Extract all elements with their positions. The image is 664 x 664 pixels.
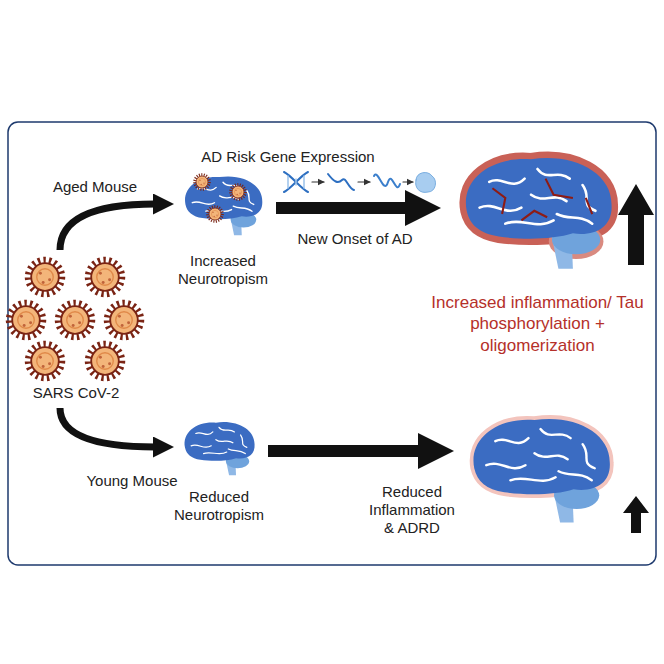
- edge-label: Young Mouse: [86, 472, 177, 489]
- reduced-brain: [473, 419, 609, 523]
- brain-node: Increased Neurotropism: [180, 168, 266, 240]
- frame: [8, 122, 656, 565]
- node-label: SARS CoV-2: [5, 384, 147, 402]
- node-label: Increased Neurotropism: [166, 252, 281, 288]
- brain-node: Increased inflammation/ Tau phosphorylat…: [445, 140, 630, 278]
- node-label: Increased inflammation/ Tau phosphorylat…: [430, 292, 645, 356]
- annotation: AD Risk Gene Expression: [201, 148, 374, 165]
- small-increase-arrow: [623, 496, 649, 533]
- edge-label: Aged Mouse: [53, 178, 137, 195]
- gene-expression-icons: [284, 172, 435, 192]
- flow-arrow: [60, 408, 155, 447]
- aged-brain: [185, 175, 262, 235]
- flow-arrow: [268, 445, 422, 457]
- virus-node: SARS CoV-2: [5, 254, 147, 404]
- node-label: Reduced Neurotropism: [162, 488, 277, 524]
- node-label: Reduced Inflammation & ADRD: [362, 483, 462, 537]
- brain-node: Reduced Neurotropism: [180, 416, 258, 478]
- young-brain: [185, 422, 255, 475]
- flow-arrow: [276, 202, 409, 214]
- brain-node: Reduced Inflammation & ADRD: [458, 405, 623, 530]
- flow-arrow: [60, 204, 155, 250]
- edge-label: New Onset of AD: [297, 230, 412, 247]
- increase-arrow: [618, 184, 654, 265]
- virus-cluster: [9, 260, 140, 377]
- ad-brain: [466, 158, 612, 269]
